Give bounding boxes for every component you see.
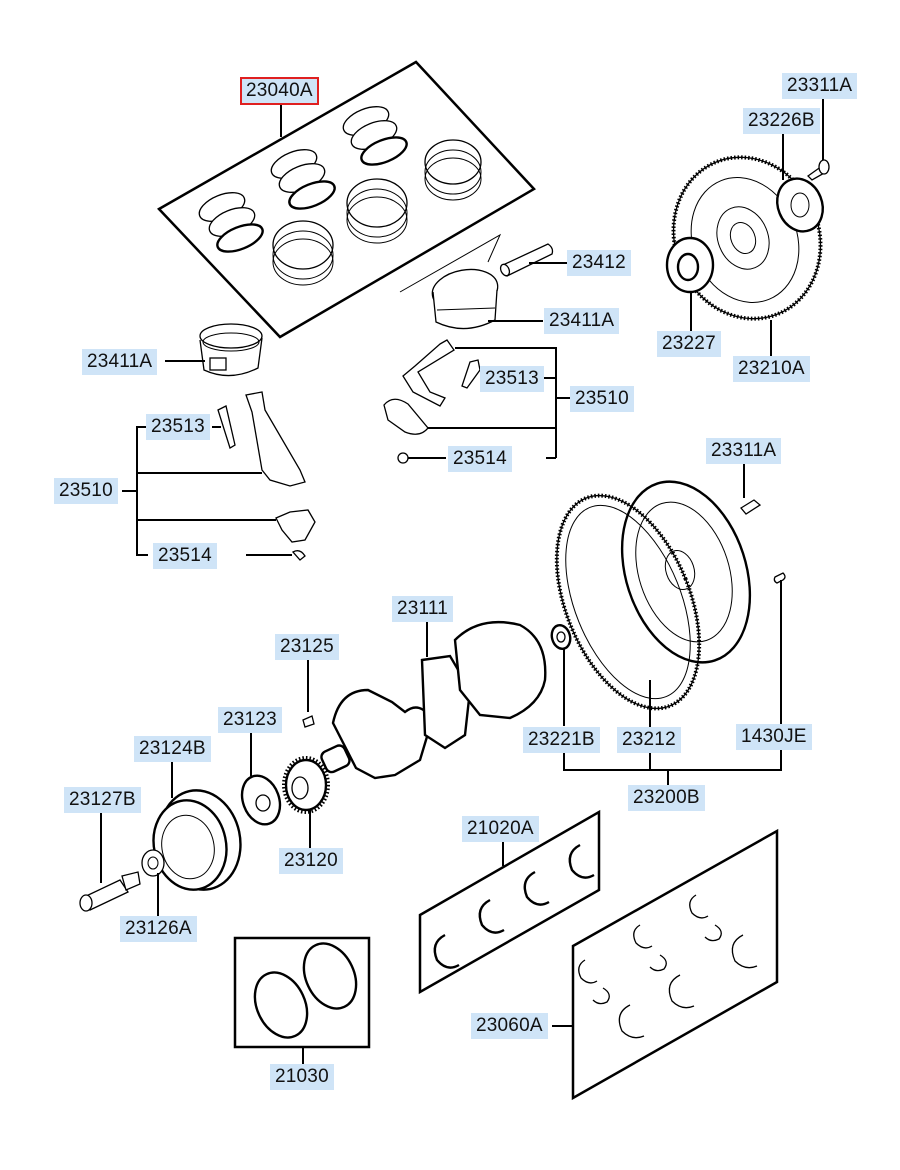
piston-ring-cylinder-3 <box>424 139 482 201</box>
drive-plate-bracket <box>563 750 782 785</box>
piston-ring-cylinder-1 <box>272 220 334 286</box>
part-label-flywheel-assy[interactable]: 23210A <box>733 356 810 382</box>
conrod-bearing-set-drawing <box>418 809 601 995</box>
part-label-main-bearing-set[interactable]: 23060A <box>471 1013 548 1039</box>
part-label-sprocket[interactable]: 23120 <box>279 848 343 874</box>
sprocket-drawing <box>282 756 330 848</box>
damper-pulley-drawing <box>152 762 242 891</box>
piston-center-drawing <box>431 268 543 330</box>
pulley-washer-drawing <box>141 849 165 916</box>
part-label-pulley-washer[interactable]: 23126A <box>120 916 197 942</box>
part-label-conrod-assy-center[interactable]: 23510 <box>570 386 634 412</box>
part-label-23040A-ring-set[interactable]: 23040A <box>240 77 319 105</box>
piston-ring-stack-3 <box>342 106 408 166</box>
dowel-pin-drawing <box>773 572 786 724</box>
part-label-conrod-assy-left[interactable]: 23510 <box>54 478 118 504</box>
part-label-thrust-washer-set[interactable]: 21030 <box>270 1064 334 1090</box>
conrod-center-drawing <box>383 339 570 464</box>
part-label-pilot-bushing[interactable]: 23221B <box>523 727 600 753</box>
washer-drawing <box>240 733 282 826</box>
part-label-drive-plate-assy[interactable]: 23200B <box>628 785 705 811</box>
woodruff-key-drawing <box>302 660 315 728</box>
part-label-conrod-bearing-set[interactable]: 21020A <box>462 816 539 842</box>
part-label-crankshaft[interactable]: 23111 <box>392 596 454 622</box>
part-label-dowel-pin[interactable]: 1430JE <box>736 724 812 750</box>
flywheel-spacer-drawing <box>665 236 715 331</box>
part-label-conrod-nut-center[interactable]: 23514 <box>448 446 512 472</box>
ring-gear-drawing <box>554 493 702 727</box>
part-label-drive-plate-bolt[interactable]: 23311A <box>706 438 782 464</box>
part-label-flywheel-bolt[interactable]: 23311A <box>782 73 858 99</box>
part-label-piston-pin[interactable]: 23412 <box>567 250 631 276</box>
part-label-piston-left[interactable]: 23411A <box>82 349 158 375</box>
piston-ring-cylinder-2 <box>346 178 408 244</box>
flywheel-bolt-drawing <box>806 97 830 181</box>
pilot-bushing-drawing <box>550 623 572 726</box>
crankshaft-drawing <box>320 621 547 780</box>
piston-ring-stack-2 <box>270 149 336 210</box>
part-label-flywheel-plate[interactable]: 23226B <box>743 108 820 134</box>
drive-plate-drawing <box>620 480 752 664</box>
ring-set-kit-drawing <box>157 60 536 339</box>
conrod-left-drawing <box>122 391 316 561</box>
part-label-ring-gear[interactable]: 23212 <box>617 727 681 753</box>
part-label-pulley-bolt[interactable]: 23127B <box>64 787 141 813</box>
main-bearing-set-drawing <box>552 828 779 1101</box>
pulley-bolt-drawing <box>79 813 141 912</box>
piston-left-drawing <box>165 323 263 377</box>
piston-ring-stack-1 <box>198 192 264 253</box>
piston-pin-drawing <box>399 233 568 293</box>
part-label-conrod-bolt-center[interactable]: 23513 <box>480 366 544 392</box>
thrust-washer-set-drawing <box>233 936 371 1064</box>
part-label-conrod-bolt-left[interactable]: 23513 <box>146 414 210 440</box>
flywheel-plate-drawing <box>776 133 824 233</box>
drive-plate-bolt-drawing <box>740 462 762 515</box>
part-label-damper-pulley[interactable]: 23124B <box>134 736 211 762</box>
part-label-flywheel-spacer[interactable]: 23227 <box>657 331 721 357</box>
part-label-woodruff-key[interactable]: 23125 <box>275 634 339 660</box>
part-label-piston-center[interactable]: 23411A <box>544 308 620 334</box>
part-label-conrod-nut-left[interactable]: 23514 <box>153 543 217 569</box>
part-label-washer[interactable]: 23123 <box>218 707 282 733</box>
